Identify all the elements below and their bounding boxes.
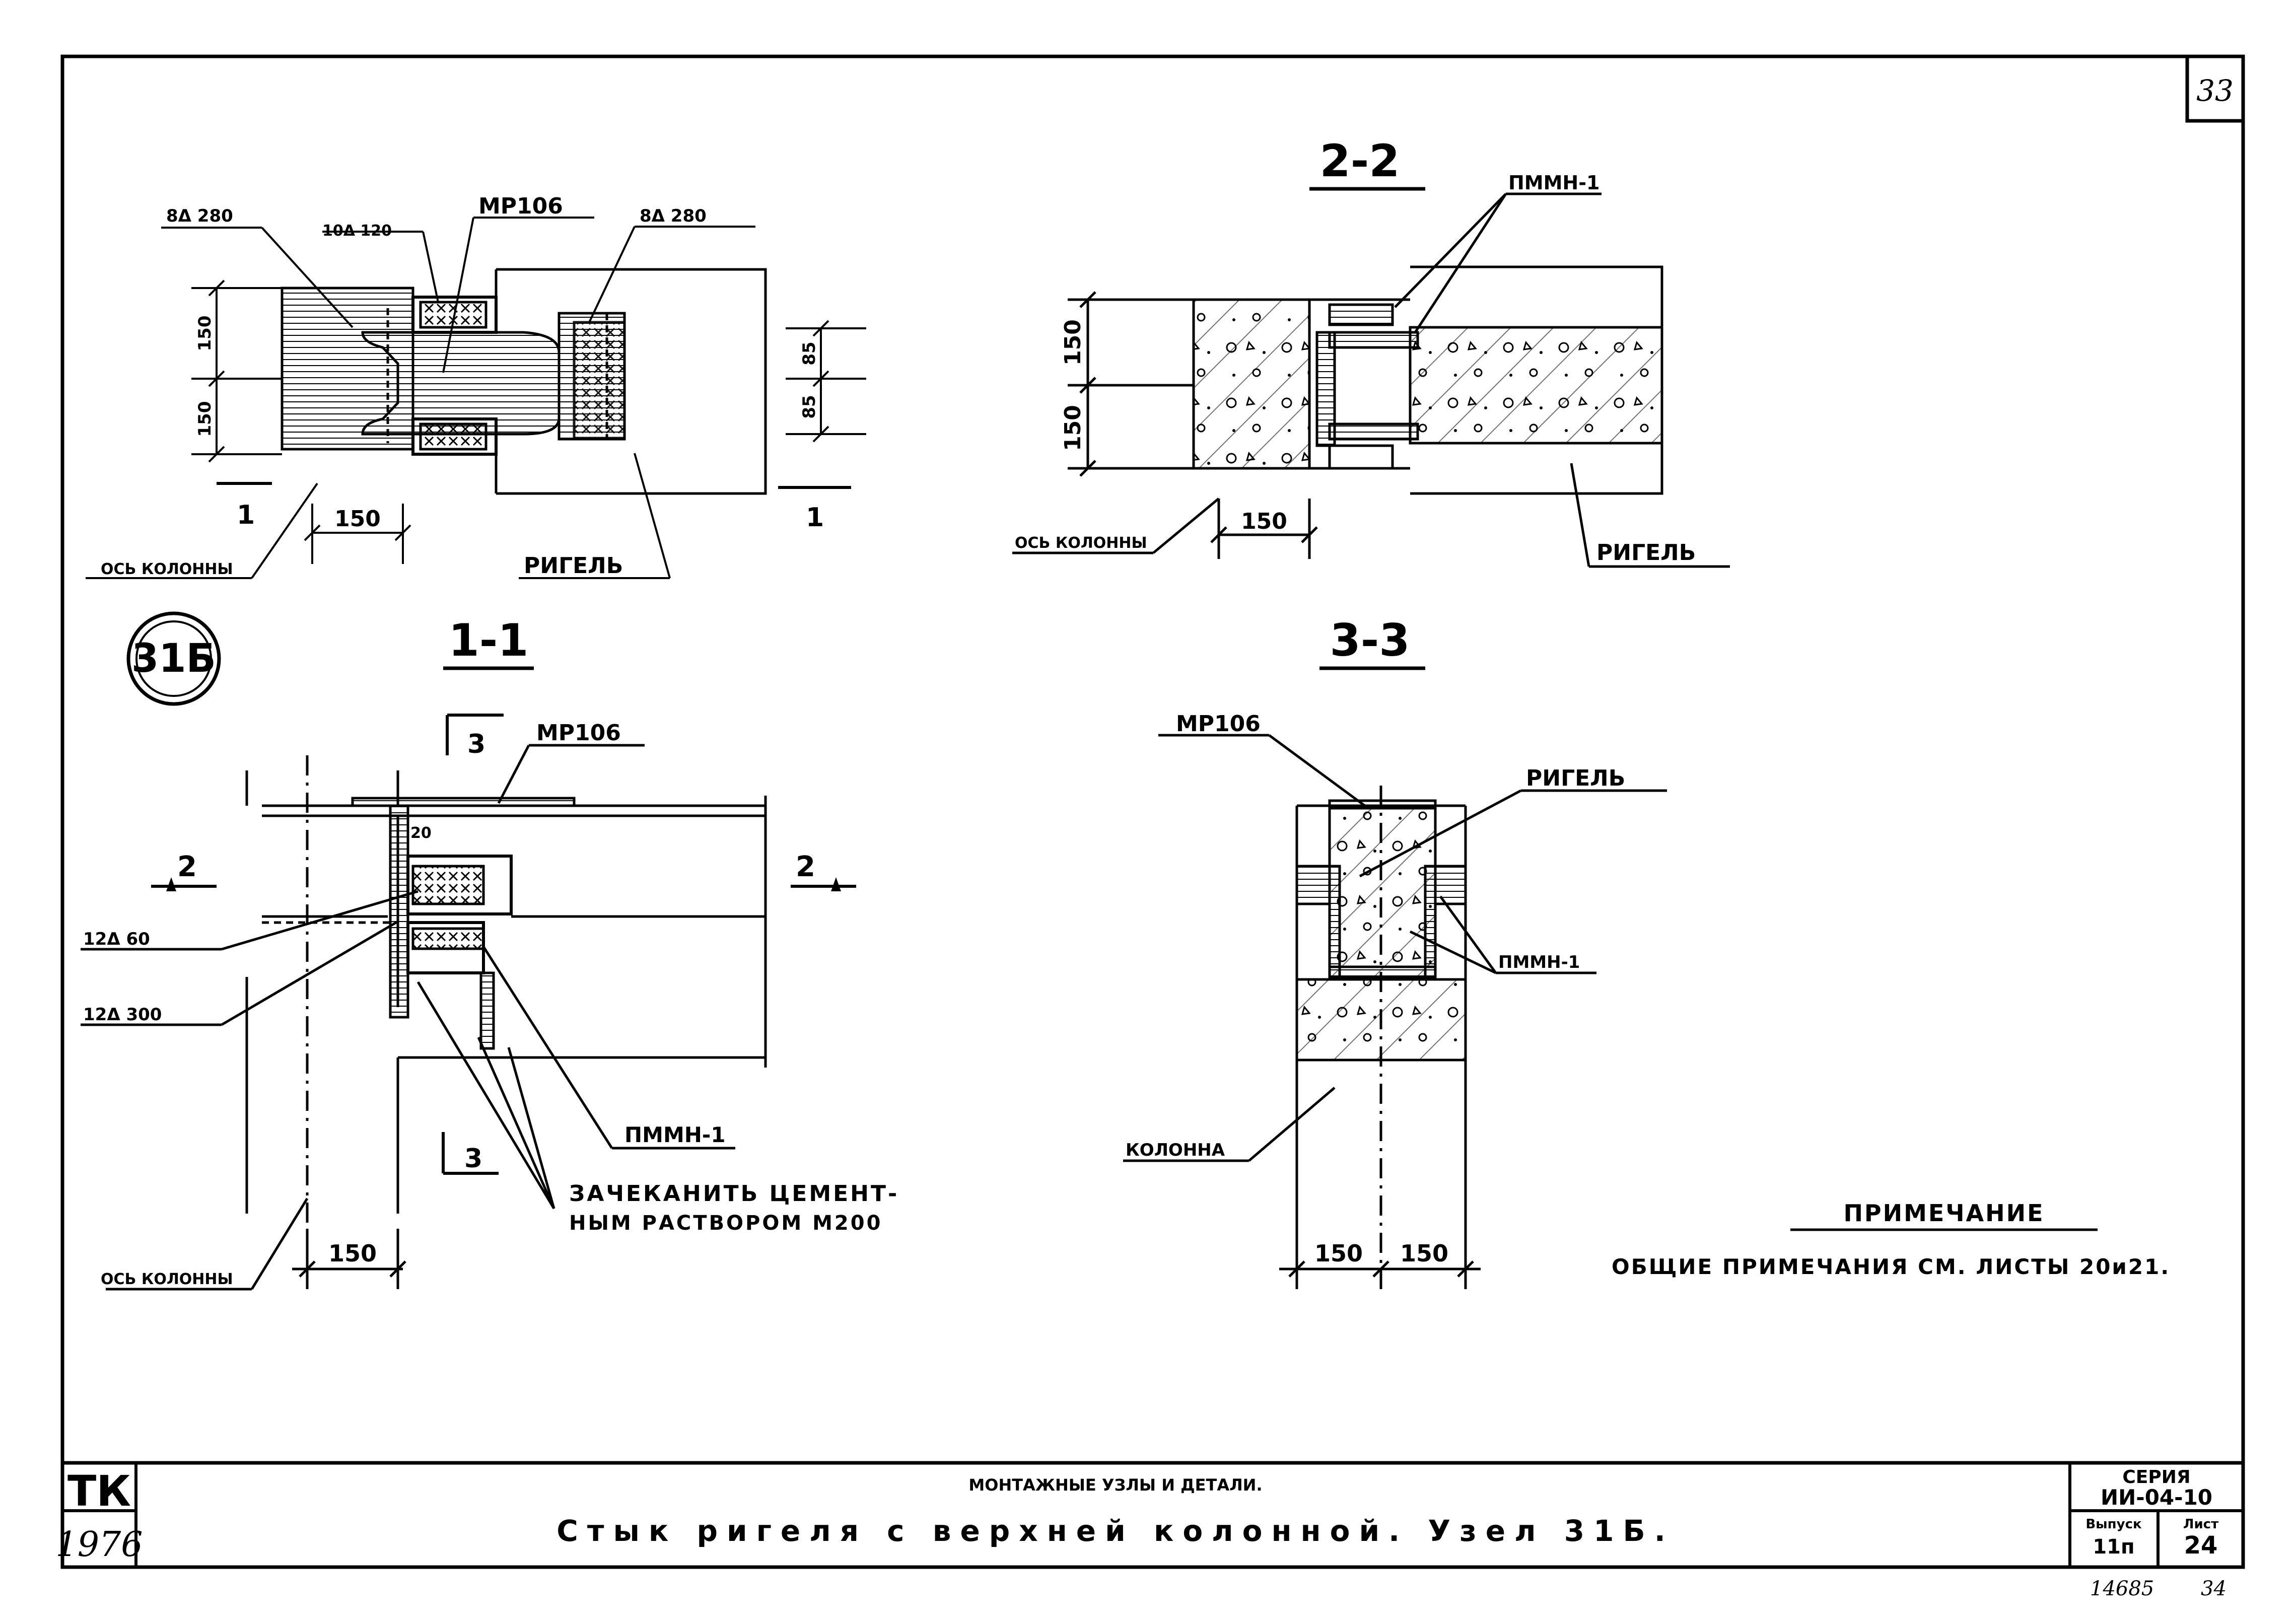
page-number: 33 [2196, 74, 2234, 108]
dim-150-lower: 150 [1060, 405, 1086, 451]
axis-label: ОСЬ КОЛОННЫ [101, 560, 233, 578]
axis-label: ОСЬ КОЛОННЫ [1015, 534, 1147, 552]
dim-150-upper: 150 [1060, 319, 1086, 366]
dim-150-bottom: 150 [1241, 509, 1287, 534]
dim-150-upper: 150 [195, 316, 215, 351]
dim-85-upper: 85 [799, 341, 819, 365]
tb-org: ТК [67, 1466, 131, 1516]
tb-series-label: СЕРИЯ [2122, 1467, 2190, 1488]
rebar-callout-12d60: 12Δ 60 [83, 929, 150, 949]
section-1-1: 1-1 [81, 614, 899, 1291]
dim-85-lower: 85 [799, 395, 819, 418]
cut-mark-right: 2 [796, 851, 815, 883]
rebar-callout-8d280-right: 8Δ 280 [640, 206, 707, 226]
dim-150-left: 150 [1314, 1240, 1363, 1267]
tb-issue-value: 11п [2093, 1535, 2134, 1559]
footer-page-number: 34 [2201, 1577, 2227, 1600]
rebar-callout-12d300: 12Δ 300 [83, 1005, 162, 1025]
section-title-2-2: 2-2 [1320, 135, 1400, 187]
dim-150-bottom: 150 [334, 506, 381, 532]
caulking-note-line2: НЫМ РАСТВОРОМ М200 [569, 1212, 882, 1235]
tb-subtitle: МОНТАЖНЫЕ УЗЛЫ И ДЕТАЛИ. [968, 1475, 1262, 1495]
plate-callout-mr106: МР106 [478, 193, 563, 219]
tb-sheet-label: Лист [2183, 1517, 2218, 1532]
cut-mark-left: 2 [177, 851, 197, 883]
cut-mark-top: 3 [467, 729, 485, 759]
title-block [62, 1463, 2243, 1567]
section-title-1-1: 1-1 [449, 614, 529, 666]
svg-text:31Б: 31Б [131, 636, 216, 681]
callout-mr106: МР106 [1176, 711, 1261, 737]
callout-pmmn-1: ПММН-1 [624, 1122, 726, 1147]
section-3-3: 3-3 [1123, 614, 1667, 1289]
remark: ПРИМЕЧАНИЕ ОБЩИЕ ПРИМЕЧАНИЯ СМ. ЛИСТЫ 20… [1612, 1199, 2170, 1279]
dim-150-right: 150 [1400, 1240, 1448, 1267]
tb-series-value: ИИ-04-10 [2101, 1485, 2212, 1510]
footer-archive-number: 14685 [2090, 1577, 2154, 1600]
cut-mark-left: 1 [237, 500, 255, 530]
remark-text: ОБЩИЕ ПРИМЕЧАНИЯ СМ. ЛИСТЫ 20и21. [1612, 1254, 2170, 1279]
section-title-3-3: 3-3 [1330, 614, 1410, 666]
beam-label: РИГЕЛЬ [1596, 540, 1696, 566]
callout-column: КОЛОННА [1126, 1140, 1225, 1160]
beam-label: РИГЕЛЬ [524, 553, 623, 579]
callout-pmmn-1: ПММН-1 [1498, 952, 1580, 972]
tb-year: 1976 [55, 1525, 143, 1565]
cut-mark-bottom: 3 [464, 1144, 482, 1174]
sheet-frame [60, 54, 2245, 1569]
tb-title: Стык ригеля с верхней колонной. Узел 31Б… [556, 1514, 1674, 1548]
node-badge: 31Б [126, 611, 221, 706]
callout-mr106: МР106 [536, 720, 621, 746]
dim-20: 20 [410, 824, 432, 842]
axis-label: ОСЬ КОЛОННЫ [101, 1271, 233, 1288]
callout-beam: РИГЕЛЬ [1526, 765, 1625, 791]
rebar-callout-10d120: 10Δ 120 [322, 222, 392, 240]
plan-view-top-left: 8Δ 280 10Δ 120 МР106 8Δ 280 150 150 85 8… [86, 193, 866, 579]
dim-150-lower: 150 [195, 401, 215, 437]
dim-150: 150 [328, 1240, 377, 1267]
section-2-2: 2-2 [1012, 135, 1730, 568]
tb-issue-label: Выпуск [2085, 1517, 2142, 1532]
callout-pmmn-1: ПММН-1 [1508, 172, 1599, 194]
rebar-callout-8d280-left: 8Δ 280 [166, 206, 233, 226]
caulking-note-line1: ЗАЧЕКАНИТЬ ЦЕМЕНТ- [569, 1181, 899, 1207]
remark-title: ПРИМЕЧАНИЕ [1843, 1199, 2044, 1227]
cut-mark-right: 1 [806, 503, 824, 533]
tb-sheet-value: 24 [2184, 1531, 2218, 1560]
